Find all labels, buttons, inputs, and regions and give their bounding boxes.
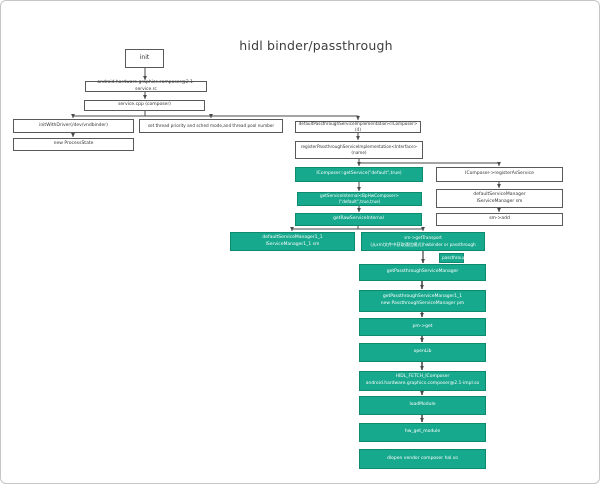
node-pm-get: pm->get: [359, 318, 486, 336]
node-service-rc: android.hardware.graphics.composer@2.1-s…: [85, 80, 207, 92]
node-service-cpp: service.cpp (composer): [84, 100, 205, 111]
flow-arrow: [71, 111, 146, 119]
node-sm-add: sm->add: [436, 213, 563, 226]
node-get-raw-service-internal: getRawServiceInternal: [295, 213, 422, 226]
node-register-passthrough-impl: registerPassthroughServiceImplementation…: [295, 141, 423, 159]
node-dlopen-vendor-hal: dlopen vendor composer hal.so: [359, 449, 486, 469]
node-load-module: loadModule: [359, 396, 486, 415]
node-open-lib: openLib: [359, 343, 486, 362]
node-icomposer-get-service: IComposer::getService("default",true): [295, 167, 423, 182]
flow-arrow: [145, 115, 360, 121]
node-new-process-state: new ProcessState: [13, 138, 134, 151]
node-init-with-driver: initWithDriver(/dev/vndbinder): [13, 119, 134, 133]
node-sm-get-transport: sm->getTransport(从xml文件中获取通信模式)hwbinder …: [361, 232, 485, 251]
node-hw-get-module: hw_get_module: [359, 423, 486, 442]
node-icomposer-register-as-service: IComposer->registerAsService: [436, 167, 563, 182]
flow-arrow: [290, 226, 359, 232]
node-set-thread-priority: set thread priority and sched mode,and t…: [139, 119, 283, 133]
node-get-service-internal: getServiceInternal<BpHwComposer>("defaul…: [297, 192, 422, 206]
node-init: init: [125, 49, 164, 68]
diagram-title: hidl binder/passthrough: [239, 38, 393, 53]
node-default-passthrough-impl: defaultPassthroughServiceImplementation<…: [295, 121, 421, 133]
node-passthrough-label: passthrough: [439, 253, 468, 263]
node-get-passthrough-service-manager: getPassthroughServiceManager: [359, 264, 486, 281]
flow-arrow: [359, 161, 501, 167]
flow-arrow: [358, 226, 425, 232]
